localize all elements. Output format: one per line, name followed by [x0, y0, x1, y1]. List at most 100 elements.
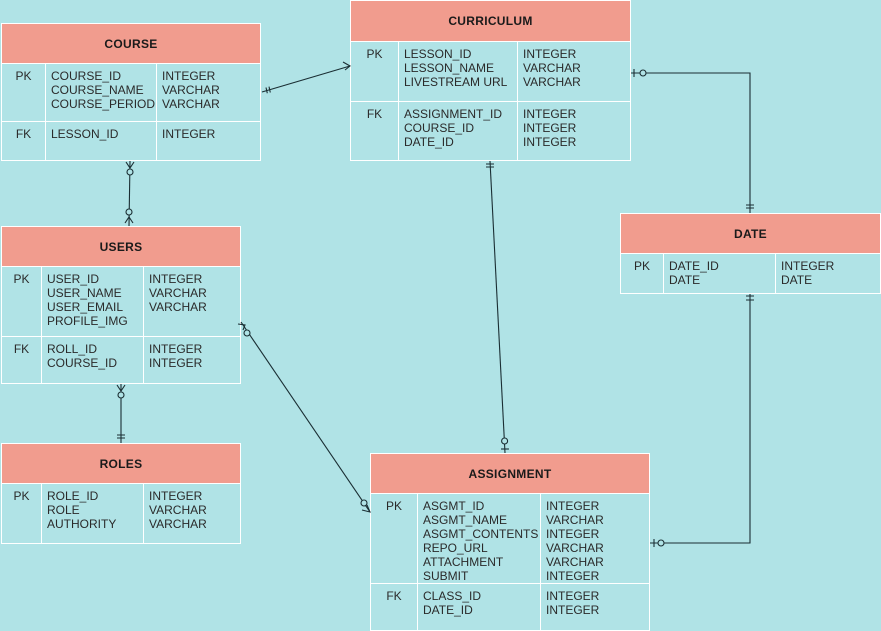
- field-line: USER_NAME: [47, 286, 122, 300]
- field-line: VARCHAR: [149, 286, 207, 300]
- field-line: VARCHAR: [162, 83, 220, 97]
- field-line: ATTACHMENT: [423, 555, 504, 569]
- fk-label: FK: [15, 127, 32, 141]
- field-line: COURSE_ID: [404, 121, 475, 135]
- field-line: INTEGER: [523, 135, 577, 149]
- field-line: INTEGER: [546, 603, 600, 617]
- field-names: LESSON_ID: [45, 122, 156, 160]
- field-line: ASGMT_CONTENTS: [423, 527, 539, 541]
- field-line: VARCHAR: [149, 517, 207, 531]
- relation-users-roles[interactable]: [116, 384, 126, 443]
- field-line: INTEGER: [546, 499, 600, 513]
- field-line: INTEGER: [162, 69, 216, 83]
- entity-title: USERS: [2, 227, 240, 267]
- field-line: INTEGER: [149, 356, 203, 370]
- field-line: COURSE_ID: [51, 69, 122, 83]
- entity-title: ROLES: [2, 444, 240, 484]
- field-line: REPO_URL: [423, 541, 488, 555]
- field-line: INTEGER: [546, 569, 600, 583]
- field-line: ASGMT_ID: [423, 499, 485, 513]
- pk-label: PK: [385, 499, 402, 513]
- field-line: INTEGER: [149, 489, 203, 503]
- field-line: COURSE_NAME: [51, 83, 144, 97]
- field-line: VARCHAR: [149, 300, 207, 314]
- pk-label: PK: [15, 69, 32, 83]
- field-line: INTEGER: [149, 272, 203, 286]
- field-types: INTEGER: [156, 122, 260, 160]
- field-line: COURSE_ID: [47, 356, 118, 370]
- field-line: DATE: [669, 273, 701, 287]
- field-line: VARCHAR: [546, 541, 604, 555]
- entity-title: COURSE: [2, 24, 260, 64]
- field-line: INTEGER: [523, 121, 577, 135]
- field-line: INTEGER: [523, 107, 577, 121]
- fk-label: FK: [366, 107, 383, 121]
- field-line: USER_ID: [47, 272, 100, 286]
- field-line: DATE: [781, 273, 813, 287]
- relation-curriculum-date[interactable]: [631, 69, 754, 213]
- field-line: ROLL_ID: [47, 342, 98, 356]
- pk-label: PK: [633, 259, 650, 273]
- relation-users-assignment[interactable]: [237, 321, 371, 513]
- field-line: DATE_ID: [669, 259, 719, 273]
- fk-label: FK: [13, 342, 30, 356]
- relation-curriculum-assignment[interactable]: [486, 160, 509, 454]
- field-line: LESSON_ID: [404, 47, 472, 61]
- fk-label: FK: [386, 589, 402, 603]
- field-line: VARCHAR: [523, 75, 581, 89]
- field-line: ROLE: [47, 503, 80, 517]
- relation-course-curriculum[interactable]: [261, 61, 351, 94]
- relation-date-assignment[interactable]: [650, 294, 754, 547]
- fk-section: FK LESSON_ID INTEGER: [2, 121, 260, 160]
- pk-label: PK: [13, 272, 30, 286]
- field-line: LIVESTREAM URL: [404, 75, 508, 89]
- field-line: PROFILE_IMG: [47, 314, 128, 328]
- field-line: INTEGER: [162, 127, 216, 141]
- field-line: CLASS_ID: [423, 589, 482, 603]
- field-line: ROLE_ID: [47, 489, 99, 503]
- field-line: INTEGER: [149, 342, 203, 356]
- field-line: INTEGER: [546, 527, 600, 541]
- entity-title: CURRICULUM: [351, 1, 630, 42]
- field-line: COURSE_PERIOD: [51, 97, 156, 111]
- field-line: INTEGER: [546, 589, 600, 603]
- relation-course-users[interactable]: [124, 160, 135, 227]
- field-line: SUBMIT: [423, 569, 469, 583]
- field-line: USER_EMAIL: [47, 300, 124, 314]
- field-line: DATE_ID: [423, 603, 473, 617]
- entity-title: DATE: [621, 214, 880, 254]
- field-line: ASSIGNMENT_ID: [404, 107, 503, 121]
- pk-label: PK: [13, 489, 30, 503]
